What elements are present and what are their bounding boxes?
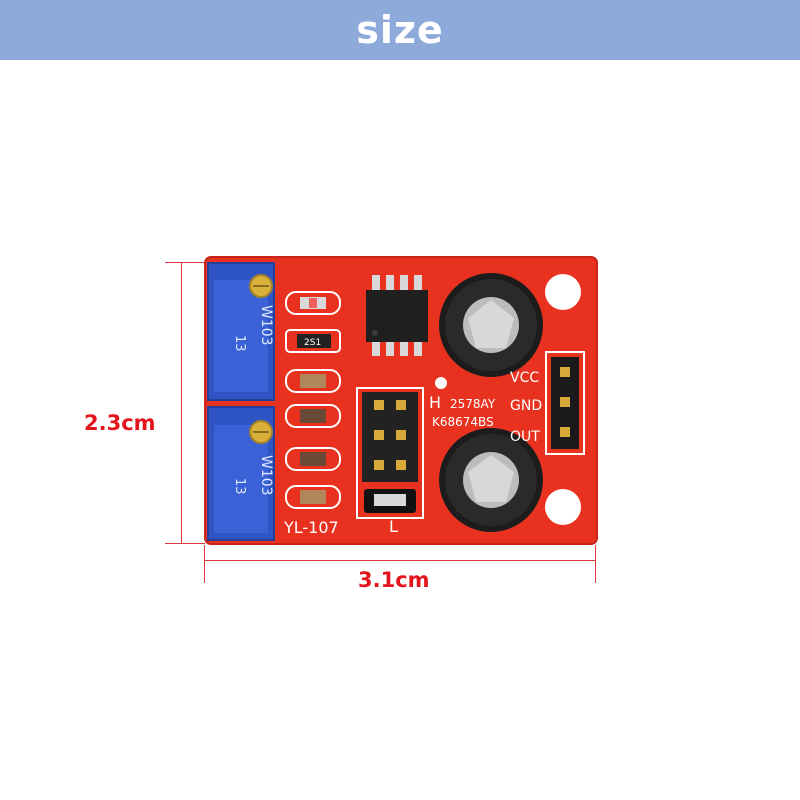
- pot-num-top: 13: [232, 335, 247, 352]
- height-dimension-line: [181, 262, 182, 544]
- chip-text-1: 2578AY: [450, 397, 496, 411]
- label-l: L: [389, 517, 398, 536]
- pot-code-bottom: W103: [258, 455, 274, 496]
- width-dimension-line: [204, 560, 596, 561]
- label-h: H: [429, 393, 441, 412]
- smd-components: [285, 369, 341, 509]
- ic-chip: [366, 275, 428, 356]
- width-right-tick: [595, 545, 596, 583]
- potentiometer-top: W103 13: [207, 262, 275, 401]
- model-label: YL-107: [283, 518, 339, 537]
- capacitor-bottom: [439, 428, 543, 532]
- height-bottom-tick: [165, 543, 205, 544]
- mounting-hole-top: [545, 274, 581, 310]
- jumper-header: [356, 387, 424, 519]
- pin-out-label: OUT: [510, 429, 540, 445]
- led-component: [285, 291, 341, 315]
- banner-title: size: [356, 8, 444, 52]
- chip-text-2: K68674BS: [432, 415, 494, 429]
- potentiometer-bottom: W103 13: [207, 406, 275, 541]
- header-banner: size: [0, 0, 800, 60]
- pin-header: [545, 351, 585, 455]
- diode-component: 2S1: [285, 329, 341, 353]
- small-via: [435, 377, 447, 389]
- mounting-hole-bottom: [545, 489, 581, 525]
- width-label: 3.1cm: [358, 568, 430, 592]
- pot-code-top: W103: [258, 305, 274, 346]
- width-left-tick: [204, 545, 205, 583]
- diode-text: 2S1: [304, 338, 321, 348]
- height-label: 2.3cm: [84, 411, 156, 435]
- height-top-tick: [165, 262, 205, 263]
- pot-num-bottom: 13: [232, 478, 247, 495]
- capacitor-top: [439, 273, 543, 377]
- pin-gnd-label: GND: [510, 398, 542, 414]
- pin-vcc-label: VCC: [510, 370, 539, 386]
